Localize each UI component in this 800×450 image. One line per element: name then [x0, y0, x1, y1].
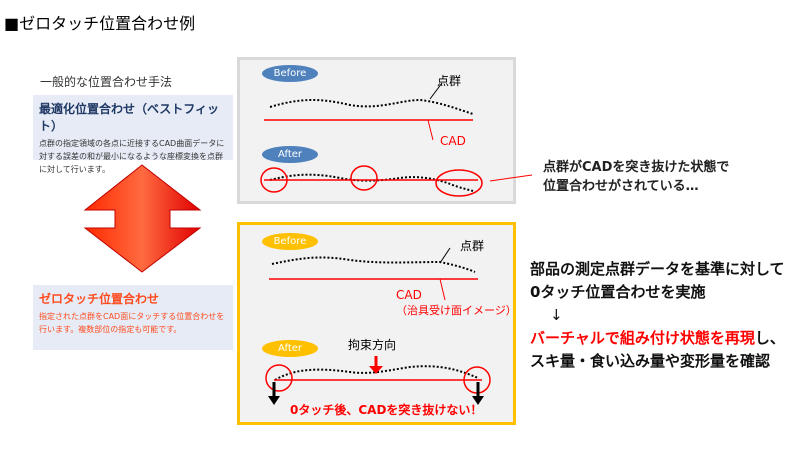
constraint-arrow-icon — [369, 356, 383, 374]
summary-line: バーチャルで組み付け状態を再現し、 — [530, 327, 785, 350]
cad-leader — [439, 278, 446, 301]
pointcloud-leader — [439, 247, 451, 264]
pointcloud-before-2 — [271, 256, 476, 273]
summary-line: 部品の測定点群データを基準に対して — [530, 260, 785, 278]
down-arrow-icon — [268, 382, 280, 405]
penetration-circle — [260, 167, 288, 193]
bestfit-text: 点群の指定領域の各点に近接するCAD曲面データに対する誤差の和が最小になるような… — [39, 139, 225, 174]
penetration-circle — [435, 169, 483, 197]
summary-rest: し、 — [754, 329, 785, 347]
callout-line: 点群がCADを突き抜けた状態で — [543, 160, 730, 175]
down-arrow-glyph: ↓ — [550, 306, 563, 324]
double-arrow-icon — [83, 164, 202, 273]
general-method-label: 一般的な位置合わせ手法 — [40, 75, 173, 89]
before-badge: Before — [262, 233, 318, 250]
constraint-direction-label: 拘束方向 — [348, 338, 397, 352]
penetration-circle — [350, 165, 378, 191]
callout-text: 点群がCADを突き抜けた状態で 位置合わせがされている… — [543, 158, 729, 196]
page-title: ■ゼロタッチ位置合わせ例 — [4, 14, 196, 33]
cad-label: CAD — [440, 134, 466, 148]
summary-highlight: バーチャルで組み付け状態を再現 — [530, 329, 755, 347]
bestfit-box: 最適化位置合わせ（ベストフィット） 点群の指定領域の各点に近接するCAD曲面デー… — [33, 95, 233, 174]
before-badge: Before — [262, 65, 318, 82]
summary-line: 0タッチ位置合わせを実施 — [530, 283, 706, 301]
callout-line: 位置合わせがされている… — [543, 179, 699, 194]
pointcloud-before-1 — [269, 98, 474, 115]
touch-circle — [265, 364, 293, 392]
cad-label: CAD — [396, 288, 422, 302]
result-text: 0タッチ後、CADを突き抜けない！ — [290, 403, 483, 417]
pointcloud-label: 点群 — [437, 74, 462, 88]
after-badge: After — [262, 340, 318, 357]
cad-leader — [427, 119, 434, 141]
zerotouch-heading: ゼロタッチ位置合わせ — [39, 292, 160, 306]
summary-line: スキ量・食い込み量や変形量を確認 — [530, 352, 771, 370]
after-badge: After — [262, 146, 318, 163]
down-arrow-icon — [472, 382, 484, 405]
zerotouch-text: 指定された点群をCAD面にタッチする位置合わせを行います。複数部位の指定も可能で… — [39, 312, 225, 334]
pointcloud-leader — [429, 82, 443, 100]
pointcloud-label: 点群 — [460, 239, 485, 253]
pointcloud-after-2 — [274, 365, 479, 381]
cad-note: （治具受け面イメージ） — [396, 304, 517, 317]
callout-leader — [489, 174, 533, 182]
summary-text: 部品の測定点群データを基準に対して 0タッチ位置合わせを実施 ↓ バーチャルで組… — [530, 258, 785, 373]
bestfit-heading: 最適化位置合わせ（ベストフィット） — [39, 102, 220, 133]
zerotouch-box: ゼロタッチ位置合わせ 指定された点群をCAD面にタッチする位置合わせを行います。… — [33, 285, 233, 350]
